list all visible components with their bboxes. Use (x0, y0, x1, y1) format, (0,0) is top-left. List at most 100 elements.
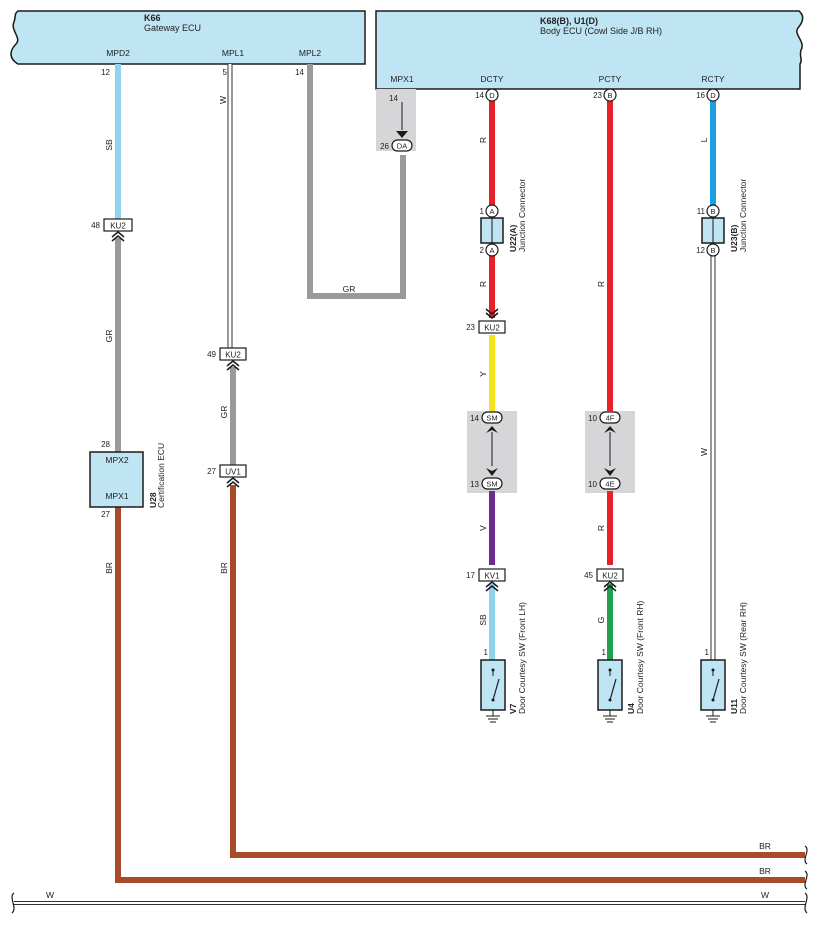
svg-text:UV1: UV1 (225, 468, 241, 477)
label-sb-mpd2: SB (104, 139, 114, 151)
pin-12-u23: 12 (696, 246, 705, 255)
pin-1-v7: 1 (484, 648, 489, 657)
oval-connectors: DA SM SM 4F 4E (391, 131, 621, 490)
pin-12-mpd2: 12 (101, 68, 110, 77)
pin-14-sm: 14 (470, 414, 479, 423)
svg-text:KV1: KV1 (484, 572, 500, 581)
terminal-rcty: RCTY (701, 74, 724, 84)
label-sb-v7: SB (478, 614, 488, 626)
inline-connectors: KU2 KU2 UV1 KU2 KV1 KU2 (103, 218, 624, 592)
svg-text:KU2: KU2 (484, 324, 500, 333)
label-w-bus-right: W (761, 890, 769, 900)
svg-text:B: B (710, 246, 715, 255)
pin-10-4e: 10 (588, 480, 597, 489)
svg-text:KU2: KU2 (602, 572, 618, 581)
pin-23-pcty: 23 (593, 91, 602, 100)
label-w-mpl1: W (218, 96, 228, 104)
body-ecu-code: K68(B), U1(D) (540, 16, 598, 26)
connector-sm-bottom: SM (481, 468, 503, 490)
junction-u22: U22(A) Junction Connector (480, 179, 527, 252)
label-br-bus-1: BR (759, 841, 771, 851)
connector-ku2-g: KU2 (596, 568, 624, 592)
svg-text:B: B (710, 207, 715, 216)
label-l-rcty: L (699, 137, 709, 142)
label-w-bus-left: W (46, 890, 54, 900)
svg-text:D: D (710, 91, 716, 100)
svg-text:B: B (607, 91, 612, 100)
label-r-u22: R (478, 281, 488, 287)
u22-name: Junction Connector (517, 179, 527, 252)
terminal-b-u23-top: B (706, 204, 720, 218)
pin-13-sm: 13 (470, 480, 479, 489)
gateway-ecu-name: Gateway ECU (144, 23, 201, 33)
terminal-pcty: PCTY (599, 74, 622, 84)
svg-text:DA: DA (397, 142, 407, 151)
svg-text:D: D (489, 91, 495, 100)
svg-text:KU2: KU2 (225, 351, 241, 360)
connector-4f: 4F (599, 411, 621, 433)
terminal-b-u23-bottom: B (706, 243, 720, 257)
connector-ku2-sb: KU2 (103, 218, 133, 242)
svg-text:A: A (489, 207, 494, 216)
label-r-dcty: R (478, 137, 488, 143)
label-g-u4: G (596, 617, 606, 624)
pin-16-rcty: 16 (696, 91, 705, 100)
terminal-d-dcty: D (485, 88, 499, 102)
pin-49-ku2: 49 (207, 350, 216, 359)
u28-name: Certification ECU (156, 443, 166, 508)
svg-text:SM: SM (486, 480, 497, 489)
bus-break-marks (11, 845, 808, 914)
pin-1-u22: 1 (480, 207, 485, 216)
label-r-4e: R (596, 525, 606, 531)
pin-17-kv1: 17 (466, 571, 475, 580)
switch-u4: U4 Door Courtesy SW (Front RH) (597, 600, 645, 723)
u28-terminal-mpx2: MPX2 (105, 455, 128, 465)
body-ecu-name: Body ECU (Cowl Side J/B RH) (540, 26, 662, 36)
wires (14, 64, 805, 905)
svg-text:SM: SM (486, 414, 497, 423)
u23-name: Junction Connector (738, 179, 748, 252)
terminal-a-u22-top: A (485, 204, 499, 218)
pin-14-mpx1: 14 (389, 94, 398, 103)
terminal-mpl2: MPL2 (299, 48, 321, 58)
svg-text:4E: 4E (605, 480, 614, 489)
connector-uv1: UV1 (219, 464, 247, 488)
label-gr-mpl2: GR (343, 284, 356, 294)
u11-code: U11 (729, 699, 739, 714)
u28-code: U28 (148, 492, 158, 508)
pin-2-u22: 2 (480, 246, 485, 255)
connector-kv1: KV1 (478, 568, 506, 592)
label-gr-uv1: GR (219, 406, 229, 419)
pin-23-ku2: 23 (466, 323, 475, 332)
gateway-ecu-code: K66 (144, 13, 161, 23)
terminal-b-pcty: B (603, 88, 617, 102)
label-w-u11: W (699, 448, 709, 456)
svg-text:4F: 4F (606, 414, 615, 423)
pin-14-mpl2: 14 (295, 68, 304, 77)
pin-45-ku2: 45 (584, 571, 593, 580)
label-y: Y (478, 371, 488, 377)
pin-27-uv1: 27 (207, 467, 216, 476)
terminal-mpd2: MPD2 (106, 48, 130, 58)
wire-br-uv1-bus (230, 485, 805, 858)
circle-terminals: D B D A A B B (485, 88, 720, 257)
v7-code: V7 (508, 703, 518, 714)
wire-gr-mpl2 (307, 64, 406, 299)
terminal-a-u22-bottom: A (485, 243, 499, 257)
label-br-uv1: BR (219, 562, 229, 574)
pin-26-da: 26 (380, 142, 389, 151)
connector-sm-top: SM (481, 411, 503, 433)
pin-5-mpl1: 5 (223, 68, 228, 77)
wire-labels: SB W GR R L GR GR R R Y W BR BR V R SB G… (46, 96, 771, 900)
u28-terminal-mpx1: MPX1 (105, 491, 128, 501)
connector-ku2-w: KU2 (219, 347, 247, 371)
connector-ku2-r: KU2 (478, 308, 506, 334)
body-ecu: K68(B), U1(D) Body ECU (Cowl Side J/B RH… (375, 10, 804, 90)
pin-28-u28: 28 (101, 440, 110, 449)
u4-name: Door Courtesy SW (Front RH) (635, 600, 645, 714)
pin-1-u11: 1 (705, 648, 710, 657)
pin-1-u4: 1 (602, 648, 607, 657)
svg-text:A: A (489, 246, 494, 255)
pin-numbers: 12 5 14 14 26 14 23 16 48 49 1 2 1 1 12 2… (91, 68, 709, 657)
pin-48-ku2: 48 (91, 221, 100, 230)
